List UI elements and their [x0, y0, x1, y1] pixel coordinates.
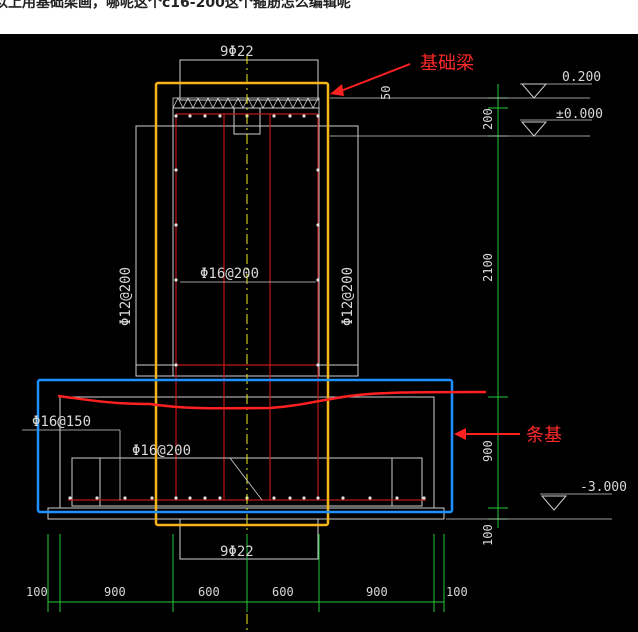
top-slab-hatch	[172, 97, 320, 109]
elevation-top-label: 0.200	[562, 70, 601, 85]
beam-annotation: 基础梁	[420, 53, 474, 74]
hdim-label-5: 900	[366, 585, 388, 599]
red-arrow-strip	[454, 428, 520, 440]
dim-2100-label: 2100	[481, 253, 495, 282]
rebar-dots	[68, 114, 426, 500]
strip-highlight-box	[36, 378, 454, 514]
red-markup-line	[57, 390, 487, 410]
strip-main-label: Φ16@200	[132, 443, 191, 459]
bottom-bars-label: 9Φ22	[220, 544, 254, 560]
dimension-lines	[47, 84, 508, 612]
hdim-label-6: 100	[446, 585, 468, 599]
elevation-bottom-label: -3.000	[580, 480, 627, 495]
hdim-label-3: 600	[198, 585, 220, 599]
cad-drawing-area: 9Φ22 9Φ22 Φ16@200 Φ12@200 Φ12@200 Φ16@15…	[0, 34, 638, 632]
red-arrow-beam	[330, 63, 411, 96]
leader-lines	[22, 281, 316, 501]
strip-footing-outline	[47, 396, 445, 560]
elevation-lines	[330, 83, 612, 520]
elevation-markers	[520, 83, 568, 511]
left-side-rebar-label: Φ12@200	[118, 267, 134, 326]
beam-highlight-box	[154, 81, 330, 527]
elevation-zero-label: ±0.000	[556, 107, 603, 122]
dim-100-label: 100	[481, 524, 495, 546]
dim-50-label: 50	[379, 86, 393, 100]
right-side-rebar-label: Φ12@200	[340, 267, 356, 326]
beam-stirrup-label: Φ16@200	[200, 266, 259, 282]
hdim-label-2: 900	[104, 585, 126, 599]
hdim-label-4: 600	[272, 585, 294, 599]
question-header: 以上用基础梁画，哪呢这个c16-200这个箍筋怎么编辑呢	[0, 0, 638, 34]
top-bars-label: 9Φ22	[220, 44, 254, 60]
strip-distribution-label: Φ16@150	[32, 414, 91, 430]
dim-200-label: 200	[481, 108, 495, 130]
hdim-label-1: 100	[26, 585, 48, 599]
section-drawing: 9Φ22 9Φ22 Φ16@200 Φ12@200 Φ12@200 Φ16@15…	[22, 44, 627, 632]
strip-annotation: 条基	[526, 425, 562, 446]
dim-900-label: 900	[481, 440, 495, 462]
question-text: 以上用基础梁画，哪呢这个c16-200这个箍筋怎么编辑呢	[0, 0, 351, 11]
